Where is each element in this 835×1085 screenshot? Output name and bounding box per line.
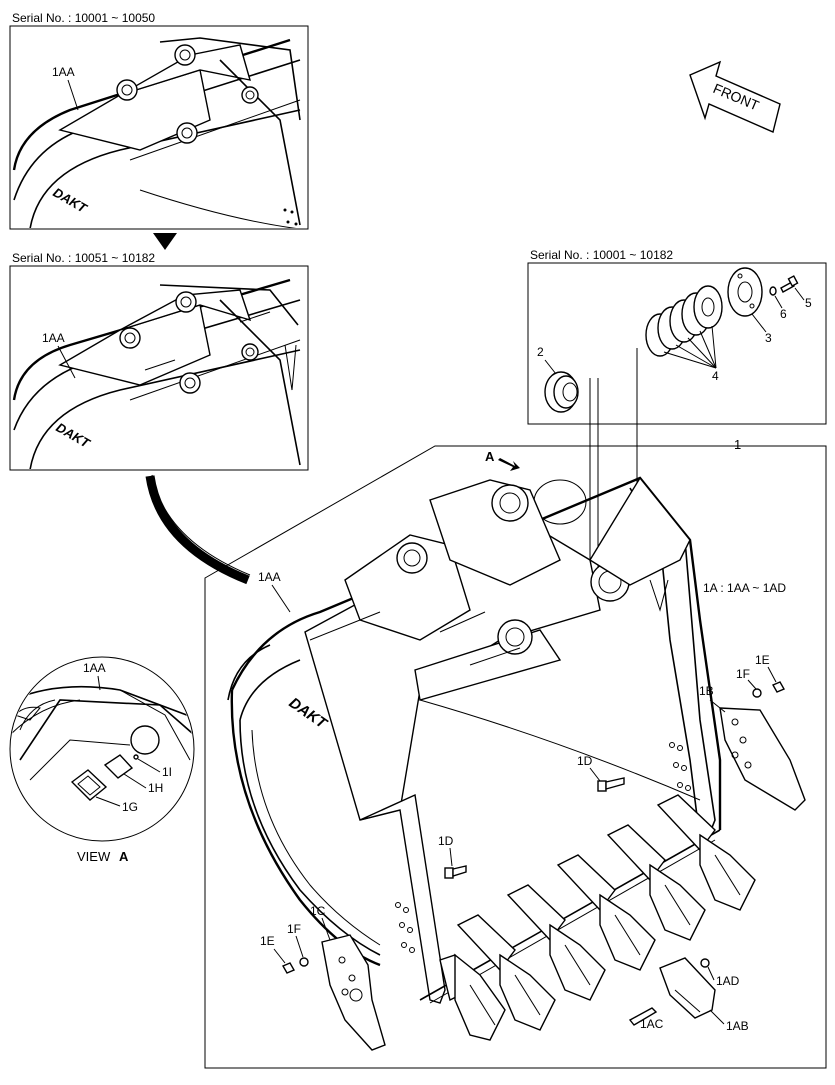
tooth-1 xyxy=(439,953,506,1041)
nut-1e-right xyxy=(772,681,785,693)
inset-serial-label: Serial No. : 10001 ~ 10182 xyxy=(530,248,673,262)
top-logo: DAKT xyxy=(51,185,91,217)
view-a-marker: A xyxy=(485,449,495,464)
callout-1f-right: 1F xyxy=(736,667,750,681)
view-letter: A xyxy=(119,849,129,864)
middle-bucket-drawing: DAKT xyxy=(12,278,301,469)
callout-1aa-mid: 1AA xyxy=(42,331,65,345)
top-panel-frame xyxy=(9,25,309,230)
shim-inset-panel: Serial No. : 10001 ~ 10182 2 xyxy=(527,248,827,425)
callout-1aa-main: 1AA xyxy=(258,570,281,584)
top-detail-panel: Serial No. : 10001 ~ 10050 DAKT 1AA xyxy=(9,11,309,230)
callout-1e-left: 1E xyxy=(260,934,275,948)
tooth-2 xyxy=(456,914,556,1031)
callout-1f-left: 1F xyxy=(287,922,301,936)
bolt-1d-left xyxy=(444,865,467,879)
callout-1ac: 1AC xyxy=(640,1017,664,1031)
callout-1ab: 1AB xyxy=(726,1019,749,1033)
bucket-body: DAKT xyxy=(227,476,722,1004)
retainer-1ad xyxy=(700,958,710,968)
middle-detail-panel: Serial No. : 10051 ~ 10182 DAKT 1AA xyxy=(9,251,309,471)
nut-1e-left xyxy=(282,962,295,974)
pin-1ac xyxy=(628,1007,658,1026)
callout-1d-right: 1D xyxy=(577,754,593,768)
left-side-holes xyxy=(395,902,415,953)
middle-serial-label: Serial No. : 10051 ~ 10182 xyxy=(12,251,155,265)
tooth-5 xyxy=(606,824,706,941)
right-side-holes xyxy=(669,742,691,791)
callout-5: 5 xyxy=(805,296,812,310)
range-note: 1A : 1AA ~ 1AD xyxy=(703,581,786,595)
view-a-detail: 1AA 1I 1H 1G VIEW A xyxy=(9,656,195,864)
view-a-drawing xyxy=(11,685,193,781)
part-5-bolt xyxy=(780,275,799,293)
middle-panel-frame xyxy=(9,265,309,471)
callout-6: 6 xyxy=(780,307,787,321)
callout-1b: 1B xyxy=(699,684,714,698)
rivet-1i xyxy=(133,754,139,760)
callout-1e-right: 1E xyxy=(755,653,770,667)
middle-logo: DAKT xyxy=(54,420,94,452)
exploded-tooth xyxy=(628,957,716,1026)
bolt-1d-right xyxy=(597,777,625,792)
callout-2: 2 xyxy=(537,345,544,359)
nameplate-1g xyxy=(70,769,108,801)
plate-1h xyxy=(103,754,134,779)
link-curve xyxy=(145,475,250,585)
callout-3: 3 xyxy=(765,331,772,345)
callout-1c: 1C xyxy=(310,904,326,918)
main-frame xyxy=(204,445,827,1069)
callout-1g: 1G xyxy=(122,800,138,814)
washer-1f-right xyxy=(752,688,762,698)
front-arrow-icon: FRONT xyxy=(689,60,781,133)
inset-frame xyxy=(527,262,827,425)
down-triangle-icon xyxy=(153,233,177,250)
arrow-a-icon xyxy=(498,458,520,471)
view-label: VIEW xyxy=(77,849,111,864)
top-serial-label: Serial No. : 10001 ~ 10050 xyxy=(12,11,155,25)
washer-1f-left xyxy=(299,957,309,967)
part-6-washer xyxy=(769,286,777,296)
callout-1: 1 xyxy=(734,437,741,452)
part-2-cap xyxy=(544,371,579,413)
callout-1ad: 1AD xyxy=(716,974,740,988)
callout-1aa-view: 1AA xyxy=(83,661,106,675)
callout-1i: 1I xyxy=(162,765,172,779)
part-3-flange xyxy=(727,267,763,317)
side-cutter-right xyxy=(719,707,806,811)
tooth-3 xyxy=(506,884,606,1001)
callout-1h: 1H xyxy=(148,781,163,795)
tooth-6 xyxy=(656,794,756,911)
main-assembly-panel: 1 1A : 1AA ~ 1AD A xyxy=(204,437,827,1069)
callout-1aa-top: 1AA xyxy=(52,65,75,79)
part-4-shims xyxy=(645,285,723,357)
tooth-4 xyxy=(556,854,656,971)
side-cutter-left xyxy=(321,934,386,1051)
callout-1d-left: 1D xyxy=(438,834,454,848)
callout-4: 4 xyxy=(712,369,719,383)
bucket-teeth xyxy=(439,794,756,1041)
